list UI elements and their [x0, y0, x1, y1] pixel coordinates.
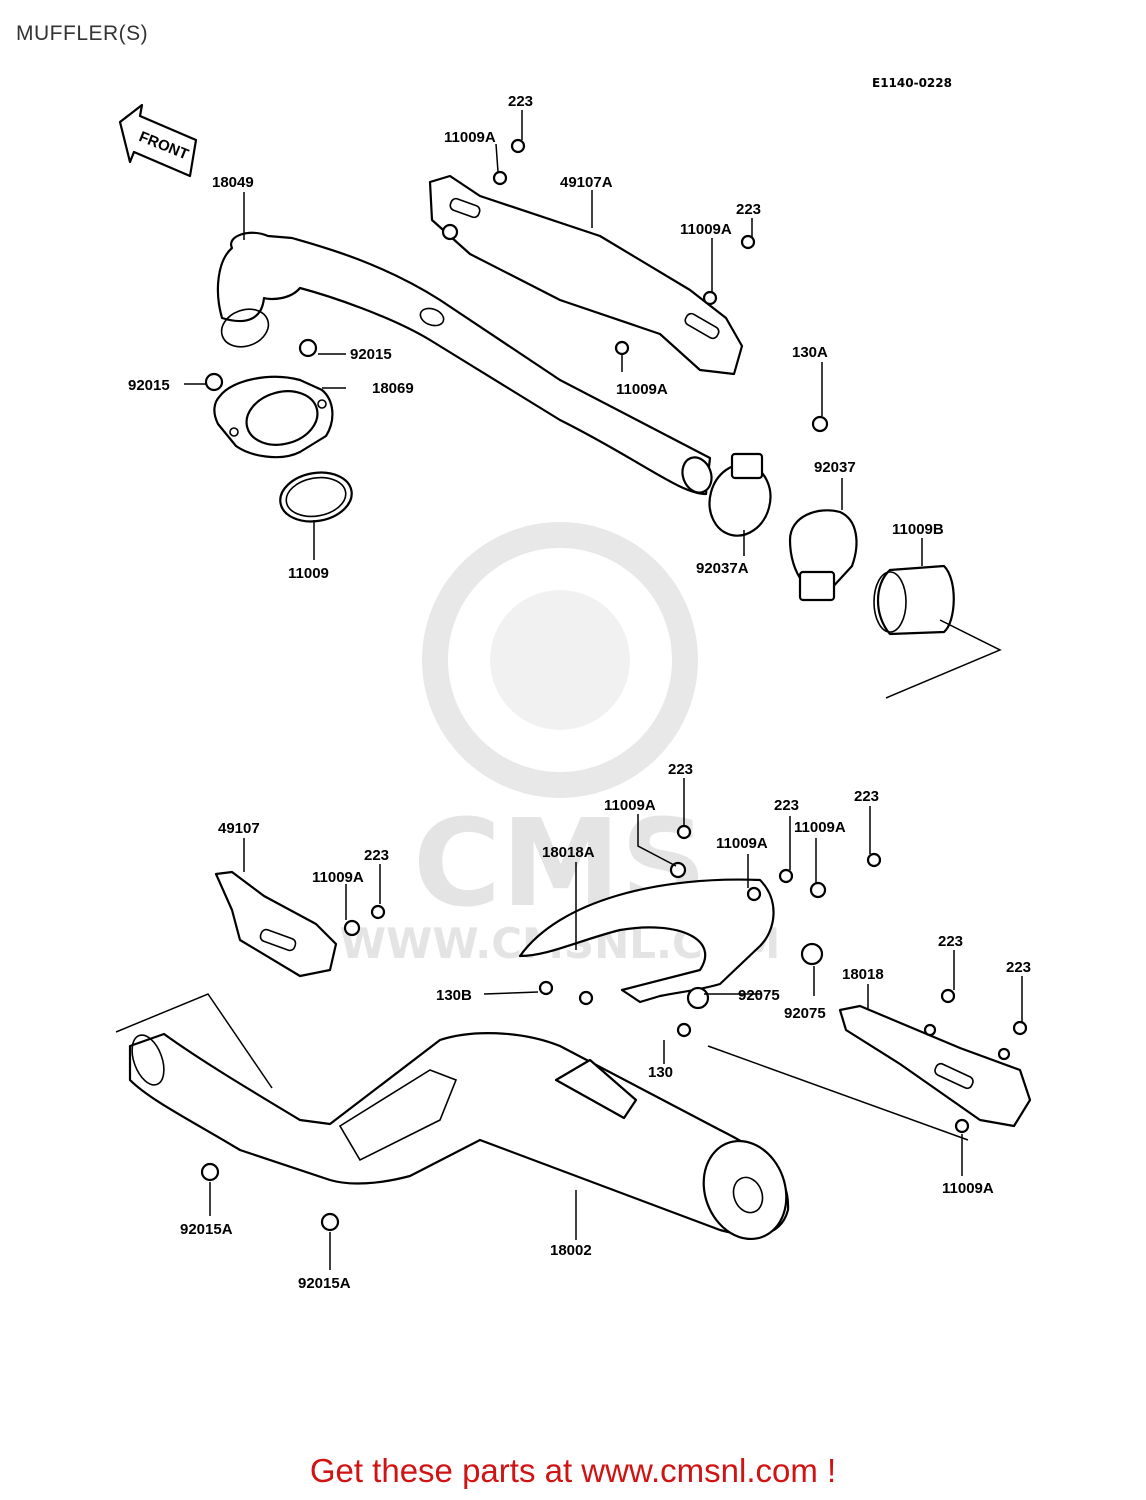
callout-c24: 223 [364, 847, 389, 864]
footer-cta-link[interactable]: Get these parts at www.cmsnl.com ! [309, 1452, 837, 1489]
callout-c36: 92015A [298, 1275, 351, 1292]
callout-c2: 11009A [444, 129, 496, 146]
callout-c7: 92015 [350, 346, 392, 363]
callout-c23: 11009A [794, 819, 846, 836]
muffler-18002 [128, 1032, 790, 1241]
callout-c14: 11009 [288, 565, 329, 582]
callout-c13: 11009B [892, 521, 944, 538]
callout-c30: 92075 [738, 987, 780, 1004]
drawing-code: E1140-0228 [872, 76, 952, 90]
callout-c25: 11009A [312, 869, 364, 886]
callout-c20: 49107 [218, 820, 260, 837]
callout-c3: 49107A [560, 174, 613, 191]
callout-c12: 92037 [814, 459, 856, 476]
callout-c33: 11009A [942, 1180, 994, 1197]
clamp-92037 [788, 509, 858, 602]
callout-c35: 18002 [550, 1242, 592, 1259]
gasket-11009B [873, 564, 955, 636]
callout-c8: 92015 [128, 377, 170, 394]
callout-c16: 223 [668, 761, 693, 778]
front-arrow: FRONT [118, 103, 198, 178]
clamp-92037A [708, 452, 772, 537]
callout-c1: 223 [508, 93, 533, 110]
exhaust-pipe-18049 [216, 231, 713, 496]
callout-c32: 130 [648, 1064, 673, 1081]
callout-c27: 18018 [842, 966, 884, 983]
heat-guard-18018 [838, 1004, 1032, 1128]
callout-c17: 11009A [604, 797, 656, 814]
callout-c19: 223 [854, 788, 879, 805]
fasteners [200, 138, 1028, 1232]
page-title: MUFFLER(S) [16, 22, 149, 45]
callout-c22: 11009A [716, 835, 768, 852]
callout-labels: 223 11009A 49107A 223 11009A 18049 92015… [128, 93, 1031, 1292]
callout-c9: 18069 [372, 380, 414, 397]
callout-c26: 223 [938, 933, 963, 950]
heat-guard-49107A [428, 174, 744, 376]
callout-c4: 223 [736, 201, 761, 218]
callout-c5: 11009A [680, 221, 732, 238]
callout-c10: 11009A [616, 381, 668, 398]
leader-lines [115, 110, 1023, 1270]
callout-c29: 130B [436, 987, 472, 1004]
callout-c15: 92037A [696, 560, 749, 577]
callout-c11: 130A [792, 344, 828, 361]
callout-c21: 18018A [542, 844, 595, 861]
callout-c31: 92075 [784, 1005, 826, 1022]
callout-c34: 92015A [180, 1221, 233, 1238]
callout-c28: 223 [1006, 959, 1031, 976]
callout-c18: 223 [774, 797, 799, 814]
cms-watermark: CMS WWW.CMSNL.COM [340, 522, 780, 968]
heat-guard-49107 [214, 870, 338, 978]
gasket-11009 [279, 471, 353, 523]
exhaust-flange-18069 [213, 375, 334, 459]
callout-c6: 18049 [212, 174, 254, 191]
